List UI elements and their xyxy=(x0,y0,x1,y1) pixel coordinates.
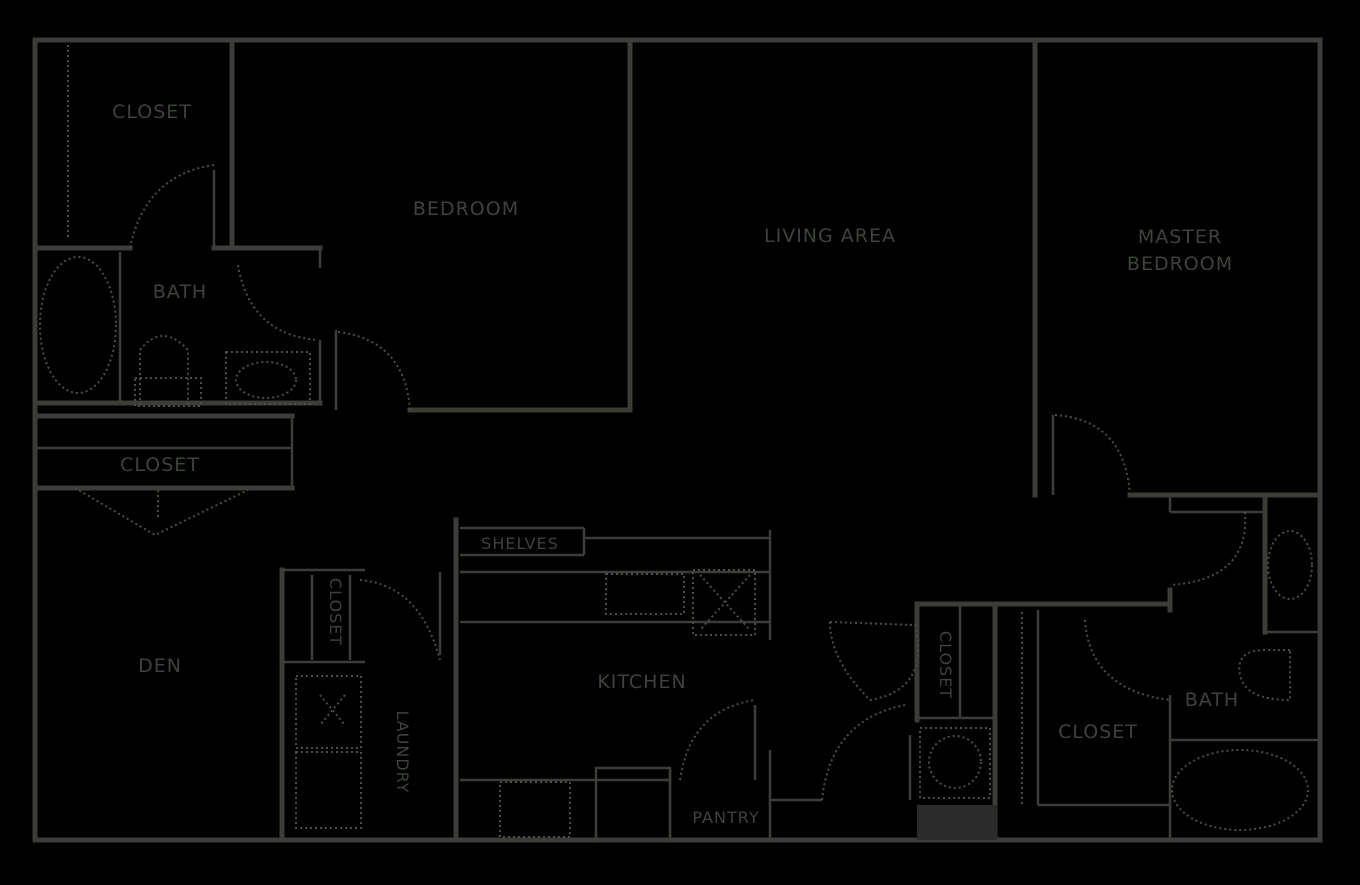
label-master-line1: MASTER xyxy=(1138,226,1222,248)
kitchen-walls xyxy=(453,517,822,843)
label-living-area: LIVING AREA xyxy=(764,225,896,247)
hall-closet xyxy=(32,413,295,537)
label-closet-top-left: CLOSET xyxy=(112,101,192,123)
label-bath-master: BATH xyxy=(1185,689,1239,711)
label-den: DEN xyxy=(138,655,182,677)
laundry-walls xyxy=(279,567,442,843)
label-pantry: PANTRY xyxy=(692,808,759,827)
label-closet-small: CLOSET xyxy=(936,631,955,699)
master-bath-closet xyxy=(997,492,1320,840)
master-bedroom-walls xyxy=(1032,37,1323,613)
label-closet-hall: CLOSET xyxy=(120,454,200,476)
bedroom-walls xyxy=(334,37,633,413)
label-shelves: SHELVES xyxy=(481,534,559,553)
label-kitchen: KITCHEN xyxy=(597,671,686,693)
dark-fixture xyxy=(917,805,997,840)
label-bath-left: BATH xyxy=(153,281,207,303)
outer-wall xyxy=(32,37,1323,843)
closet-bath-block xyxy=(32,37,323,407)
label-master-line2: BEDROOM xyxy=(1127,253,1233,275)
label-laundry: LAUNDRY xyxy=(393,710,412,793)
label-closet-master: CLOSET xyxy=(1058,721,1138,743)
small-closet-block xyxy=(821,601,1003,843)
label-closet-laundry: CLOSET xyxy=(326,578,345,646)
label-bedroom: BEDROOM xyxy=(413,198,519,220)
